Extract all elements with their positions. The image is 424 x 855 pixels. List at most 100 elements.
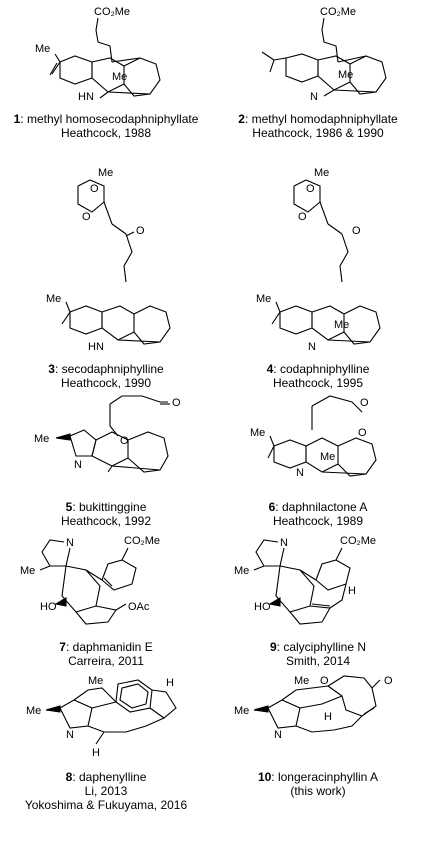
label-o-2: O [82, 211, 91, 223]
separator: : [65, 640, 73, 654]
separator: : [276, 640, 284, 654]
label-o-ring: O [358, 427, 367, 439]
label-h: H [324, 711, 332, 723]
label-ketone-o: O [352, 225, 361, 237]
separator: : [72, 500, 79, 514]
label-h-top: H [166, 677, 174, 689]
label-h-bottom: H [92, 747, 100, 759]
compound-number: 4 [266, 362, 274, 376]
label-o-carbonyl: O [360, 397, 369, 409]
structure-9: N CO₂Me H Me HO [234, 535, 376, 625]
label-co2me: CO₂Me [94, 6, 130, 18]
label-o-1: O [306, 183, 315, 195]
label-n: N [274, 729, 282, 741]
label-o-2: O [298, 211, 307, 223]
compound-name: methyl homosecodaphniphyllate [26, 112, 199, 126]
compound-number: 2 [238, 112, 245, 126]
compound-card-10: Me O O Me H N 10: longeracinphyllin A (t… [212, 670, 424, 798]
label-n: N [74, 459, 82, 471]
compound-name: methyl homodaphniphyllate [251, 112, 398, 126]
label-o-ring: O [120, 435, 129, 447]
caption-1: 1: methyl homosecodaphniphyllate [0, 112, 212, 126]
credit-7: Carreira, 2011 [68, 654, 144, 668]
credit-8: Li, 2013 [84, 784, 128, 798]
credit-8-second: Yokoshima & Fukuyama, 2016 [24, 798, 188, 812]
compound-number: 7 [59, 640, 66, 654]
caption-6: 6: daphnilactone A [212, 500, 424, 514]
compound-card-1: CO₂Me Me Me HN 1: methyl homosecodaphnip… [0, 0, 212, 140]
compound-number: 1 [13, 112, 21, 126]
compound-card-5: O O Me N 5: bukittinggine Heathcock, 199… [0, 392, 212, 528]
label-o-carbonyl: O [172, 397, 181, 409]
separator: : [244, 112, 252, 126]
structure-4: Me O O O Me Me N [256, 167, 381, 353]
compound-card-8: Me H Me H N 8: daphenylline Li, 2013 Yok… [0, 670, 212, 812]
structure-5: O O Me N [34, 395, 181, 473]
credit-4: Heathcock, 1995 [272, 376, 364, 390]
structure-1: CO₂Me Me Me HN [35, 6, 161, 103]
compound-card-6: O O Me Me N 6: daphnilactone A Heathcock… [212, 392, 424, 528]
compound-name: secodaphniphylline [61, 362, 164, 376]
separator: : [20, 112, 27, 126]
caption-8: 8: daphenylline [0, 770, 212, 784]
label-me-top: Me [98, 167, 113, 179]
compound-name: bukittinggine [78, 500, 147, 514]
label-me: Me [20, 565, 35, 577]
label-n: N [66, 729, 74, 741]
compound-card-3: Me O O O Me HN 3: secodaphniphylline Hea… [0, 166, 212, 390]
compound-number: 10 [257, 770, 272, 784]
compound-name: daphenylline [78, 770, 147, 784]
label-me: Me [35, 43, 50, 55]
label-hn: HN [88, 341, 104, 353]
compound-card-7: N CO₂Me Me OAc HO 7: daphmanidin E Carre… [0, 530, 212, 668]
label-me-ring: Me [334, 319, 349, 331]
label-me-2: Me [112, 71, 127, 83]
compound-number: 5 [65, 500, 73, 514]
label-n: N [308, 341, 316, 353]
label-hn: HN [78, 91, 94, 103]
separator: : [271, 770, 278, 784]
compound-card-2: CO₂Me Me N 2: methyl homodaphniphyllate … [212, 0, 424, 140]
structure-8: Me H Me H N [26, 675, 177, 759]
label-me-top: Me [88, 675, 103, 687]
compound-name: daphmanidin E [72, 640, 153, 654]
credit-3: Heathcock, 1990 [60, 376, 152, 390]
label-n: N [296, 467, 304, 479]
separator: : [273, 362, 280, 376]
label-ketone-o: O [136, 225, 145, 237]
label-me: Me [234, 565, 249, 577]
separator: : [275, 500, 282, 514]
label-h: H [348, 585, 356, 597]
credit-9: Smith, 2014 [285, 654, 351, 668]
caption-3: 3: secodaphniphylline [0, 362, 212, 376]
compound-name: codaphniphylline [279, 362, 370, 376]
structure-7: N CO₂Me Me OAc HO [20, 535, 160, 625]
label-me-left: Me [256, 293, 271, 305]
compound-number: 3 [48, 362, 55, 376]
caption-4: 4: codaphniphylline [212, 362, 424, 376]
label-me-left: Me [250, 427, 265, 439]
structure-6: O O Me Me N [250, 395, 377, 479]
credit-6: Heathcock, 1989 [272, 514, 364, 528]
label-co2me: CO₂Me [320, 6, 356, 18]
compound-number: 9 [269, 640, 277, 654]
compound-name: calyciphylline N [283, 640, 367, 654]
structure-2: CO₂Me Me N [261, 6, 387, 103]
caption-7: 7: daphmanidin E [0, 640, 212, 654]
label-me-left: Me [26, 705, 41, 717]
label-o-1: O [90, 183, 99, 195]
compound-number: 8 [65, 770, 73, 784]
caption-10: 10: longeracinphyllin A [212, 770, 424, 784]
compound-name: longeracinphyllin A [277, 770, 379, 784]
label-co2me: CO₂Me [124, 535, 160, 547]
credit-1: Heathcock, 1988 [60, 126, 152, 140]
label-me-top: Me [314, 167, 329, 179]
caption-2: 2: methyl homodaphniphyllate [212, 112, 424, 126]
caption-5: 5: bukittinggine [0, 500, 212, 514]
structure-10: Me O O Me H N [234, 675, 393, 741]
label-me-left: Me [46, 293, 61, 305]
compound-card-9: N CO₂Me H Me HO 9: calyciphylline N Smit… [212, 530, 424, 668]
label-me-ring: Me [320, 451, 335, 463]
label-ho: HO [254, 601, 271, 613]
caption-9: 9: calyciphylline N [212, 640, 424, 654]
